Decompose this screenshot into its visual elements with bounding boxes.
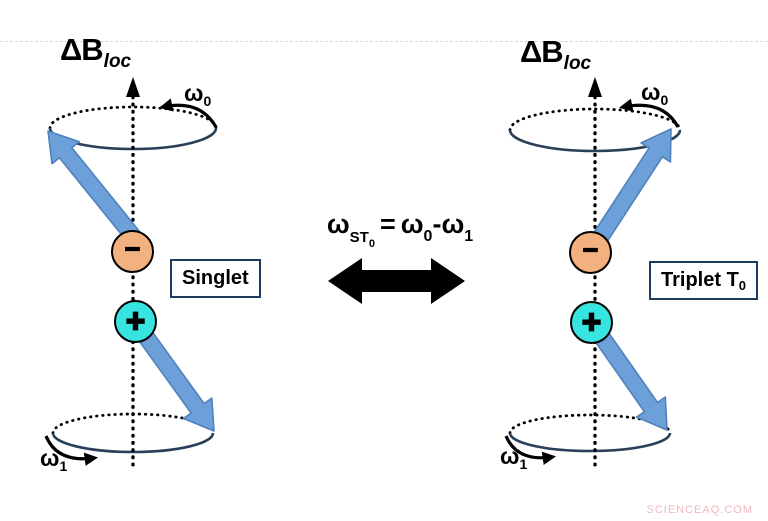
- singlet-omega0-label: ω0: [184, 80, 212, 109]
- singlet-omega0-arrow: [159, 98, 218, 128]
- triplet-field-label: ΔBloc: [520, 34, 591, 73]
- singlet-field-axis-arrowhead: [126, 77, 140, 97]
- triplet-hole-circle: +: [570, 301, 613, 344]
- minus-sign: −: [124, 234, 141, 264]
- triplet-bottom-orbit-dotted-arc: [508, 413, 672, 435]
- triplet-top-orbit-dotted-arc: [508, 107, 682, 132]
- triplet-omega1-label: ω1: [500, 443, 528, 472]
- delta-b-subscript: loc: [103, 51, 132, 72]
- background-artifact-line: [0, 41, 768, 42]
- singlet-omega1-arrow: [44, 435, 98, 466]
- singlet-field-label: ΔBloc: [60, 32, 131, 71]
- triplet-bottom-orbit-solid-arc: [508, 432, 672, 453]
- triplet-electron-circle: −: [569, 231, 612, 274]
- singlet-state-box: Singlet: [170, 259, 261, 298]
- triplet-omega1-arrow: [504, 435, 556, 465]
- delta-b-text: ΔB: [60, 32, 104, 67]
- plus-sign: +: [581, 303, 602, 340]
- delta-b-subscript: loc: [563, 53, 592, 74]
- triplet-state-box: Triplet T0: [649, 261, 759, 300]
- singlet-top-orbit-dotted-arc: [48, 105, 218, 130]
- delta-b-text: ΔB: [520, 34, 564, 69]
- triplet-electron-spin-arrow: [590, 128, 672, 247]
- singlet-triplet-exchange-arrow: [328, 258, 465, 304]
- singlet-omega1-label: ω1: [40, 445, 68, 474]
- plus-sign: +: [125, 302, 146, 339]
- triplet-field-axis-arrowhead: [588, 77, 602, 97]
- singlet-hole-circle: +: [114, 300, 157, 343]
- triplet-omega0-label: ω0: [641, 79, 669, 108]
- singlet-electron-circle: −: [111, 230, 154, 273]
- triplet-omega0-arrow: [619, 98, 680, 128]
- exchange-frequency-equation: ωST0=ω0-ω1: [326, 209, 474, 250]
- watermark-text: SCIENCEAQ.COM: [646, 504, 753, 516]
- minus-sign: −: [582, 235, 599, 265]
